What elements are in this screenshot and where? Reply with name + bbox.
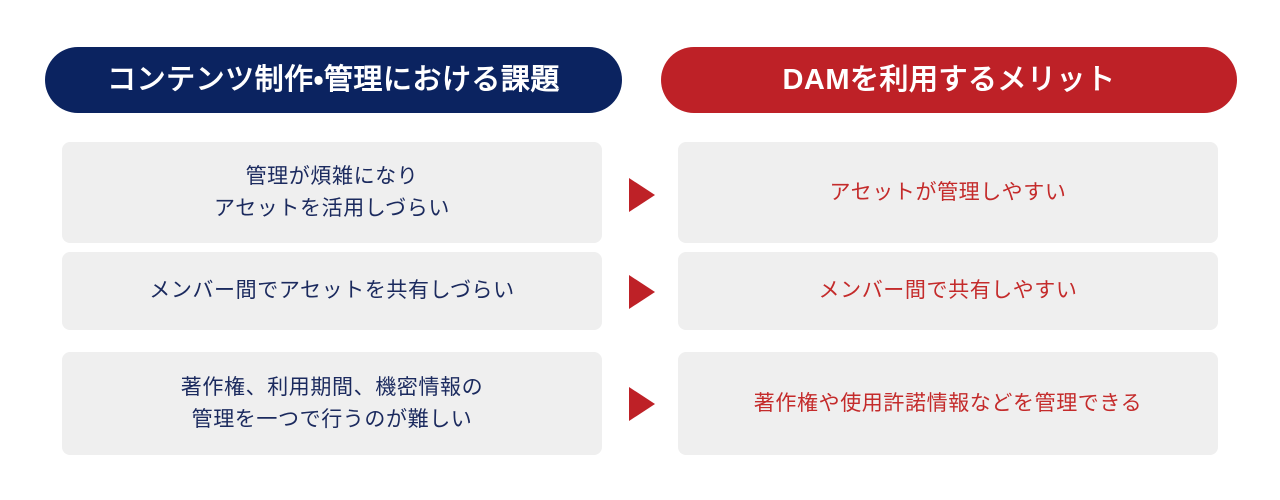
challenge-line: 管理が煩雑になり: [245, 164, 419, 188]
benefit-item-text: メンバー間で共有しやすい: [819, 275, 1078, 307]
header-pill-benefits: DAMを利用するメリット: [661, 47, 1237, 113]
benefit-item: 著作権や使用許諾情報などを管理できる: [678, 352, 1218, 455]
challenge-line: メンバー間でアセットを共有しづらい: [149, 279, 515, 303]
benefit-item: アセットが管理しやすい: [678, 142, 1218, 243]
benefit-line: 著作権や使用許諾情報などを管理できる: [753, 391, 1143, 415]
benefit-item-text: アセットが管理しやすい: [830, 177, 1067, 209]
benefit-line: アセットが管理しやすい: [829, 180, 1067, 204]
header-pill-challenges: コンテンツ制作・管理における課題: [45, 47, 622, 113]
challenge-item-text: 管理が煩雑になり アセットを活用しづらい: [214, 161, 450, 225]
right-triangle-icon: [629, 178, 655, 212]
challenge-item: 著作権、利用期間、機密情報の 管理を一つで行うのが難しい: [62, 352, 602, 455]
benefits-column: アセットが管理しやすい メンバー間で共有しやすい 著作権や使用許諾情報などを管理…: [678, 142, 1218, 455]
header-pill-challenges-label: コンテンツ制作・管理における課題: [107, 63, 560, 96]
challenge-item: メンバー間でアセットを共有しづらい: [62, 252, 602, 330]
benefit-item-text: 著作権や使用許諾情報などを管理できる: [754, 388, 1142, 420]
challenge-line: アセットを活用しづらい: [214, 196, 450, 220]
right-triangle-icon: [629, 275, 655, 309]
right-triangle-icon: [629, 387, 655, 421]
benefit-line: メンバー間で共有しやすい: [818, 279, 1078, 303]
header-pill-benefits-label: DAMを利用するメリット: [782, 63, 1116, 96]
challenge-line: 著作権、利用期間、機密情報の: [180, 375, 484, 399]
challenge-line: 管理を一つで行うのが難しい: [191, 407, 473, 431]
benefit-item: メンバー間で共有しやすい: [678, 252, 1218, 330]
challenges-column: 管理が煩雑になり アセットを活用しづらい メンバー間でアセットを共有しづらい 著…: [62, 142, 602, 455]
challenge-item: 管理が煩雑になり アセットを活用しづらい: [62, 142, 602, 243]
challenge-item-text: 著作権、利用期間、機密情報の 管理を一つで行うのが難しい: [181, 372, 483, 436]
challenge-item-text: メンバー間でアセットを共有しづらい: [149, 275, 515, 307]
